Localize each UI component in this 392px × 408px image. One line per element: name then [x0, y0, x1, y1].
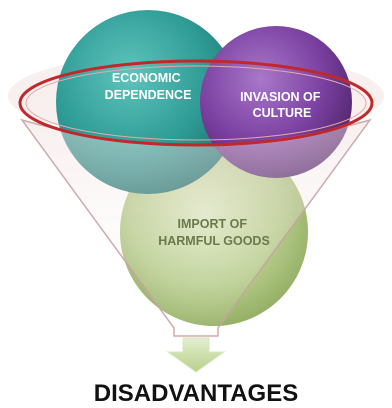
invasion-of-culture-line-2: CULTURE — [253, 106, 312, 120]
result-label: DISADVANTAGES — [94, 380, 298, 407]
funnel-rim-inner — [25, 65, 367, 141]
economic-dependence-line-1: ECONOMIC — [112, 71, 181, 85]
invasion-of-culture-line-1: INVASION OF — [240, 90, 321, 104]
down-arrow-icon — [166, 337, 226, 373]
economic-dependence-label: ECONOMIC DEPENDENCE — [105, 71, 192, 102]
economic-dependence-line-2: DEPENDENCE — [105, 88, 192, 102]
import-harmful-goods-label: IMPORT OF HARMFUL GOODS — [158, 217, 270, 248]
invasion-of-culture-label: INVASION OF CULTURE — [240, 90, 324, 120]
import-harmful-goods-line-2: HARMFUL GOODS — [158, 234, 270, 248]
funnel-rim — [18, 59, 374, 147]
import-harmful-goods-line-1: IMPORT OF — [178, 217, 248, 231]
